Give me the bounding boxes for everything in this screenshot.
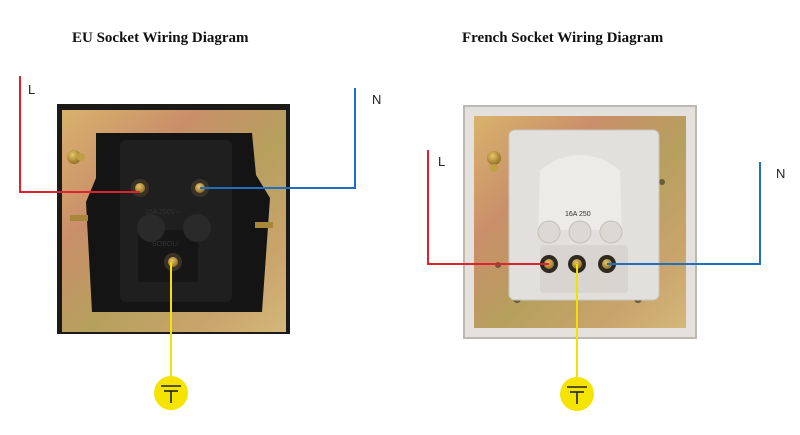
eu-center-post (183, 214, 211, 242)
eu-live-screw (135, 183, 145, 193)
eu-live-label: L (28, 82, 35, 97)
eu-rating-text: 16A 250V~ (145, 209, 179, 216)
french-terminal-cap (568, 220, 592, 244)
french-live-label: L (438, 154, 445, 169)
french-live-wire (427, 150, 549, 265)
eu-diagram-title: EU Socket Wiring Diagram (72, 30, 249, 46)
eu-neutral-label: N (372, 92, 381, 107)
eu-center-post (137, 214, 165, 242)
french-terminal-cap (537, 220, 561, 244)
french-plate-hole (659, 179, 665, 185)
french-neutral-wire (607, 162, 761, 265)
french-diagram-title: French Socket Wiring Diagram (462, 30, 664, 46)
french-rating-text: 16A 250 (565, 211, 591, 218)
eu-neutral-wire (200, 88, 356, 189)
french-neutral-label: N (776, 166, 785, 181)
eu-claw-screw (67, 150, 81, 164)
eu-claw (255, 222, 273, 228)
french-claw-screw (490, 164, 498, 172)
eu-claw-screw (77, 153, 85, 161)
eu-claw (70, 215, 88, 221)
eu-socket: 16A 250V~ SOBOLI (57, 104, 290, 334)
eu-earth-symbol-icon (154, 376, 188, 410)
french-earth-symbol-icon (560, 377, 594, 411)
eu-earth-screw (168, 257, 178, 267)
french-terminal-cap (599, 220, 623, 244)
french-claw-screw (487, 151, 501, 165)
eu-live-wire (19, 76, 140, 193)
french-socket-face (538, 155, 622, 230)
french-socket: 16A 250 (463, 105, 697, 339)
eu-brand-text: SOBOLI (152, 241, 178, 248)
